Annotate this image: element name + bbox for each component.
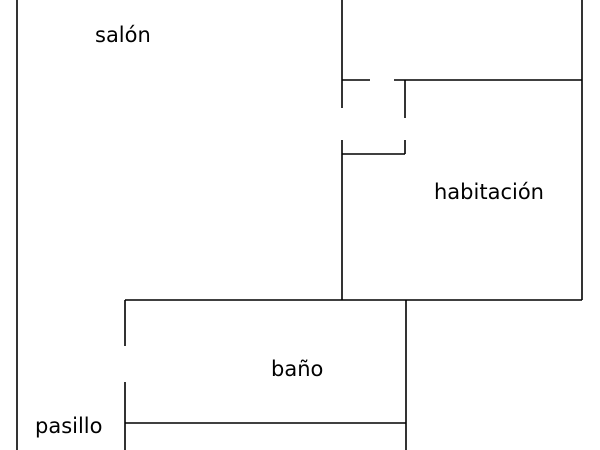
room-label-bano: baño bbox=[271, 357, 323, 381]
room-label-pasillo: pasillo bbox=[35, 414, 103, 438]
room-label-habitacion: habitación bbox=[434, 180, 544, 204]
room-label-salon: salón bbox=[95, 23, 151, 47]
